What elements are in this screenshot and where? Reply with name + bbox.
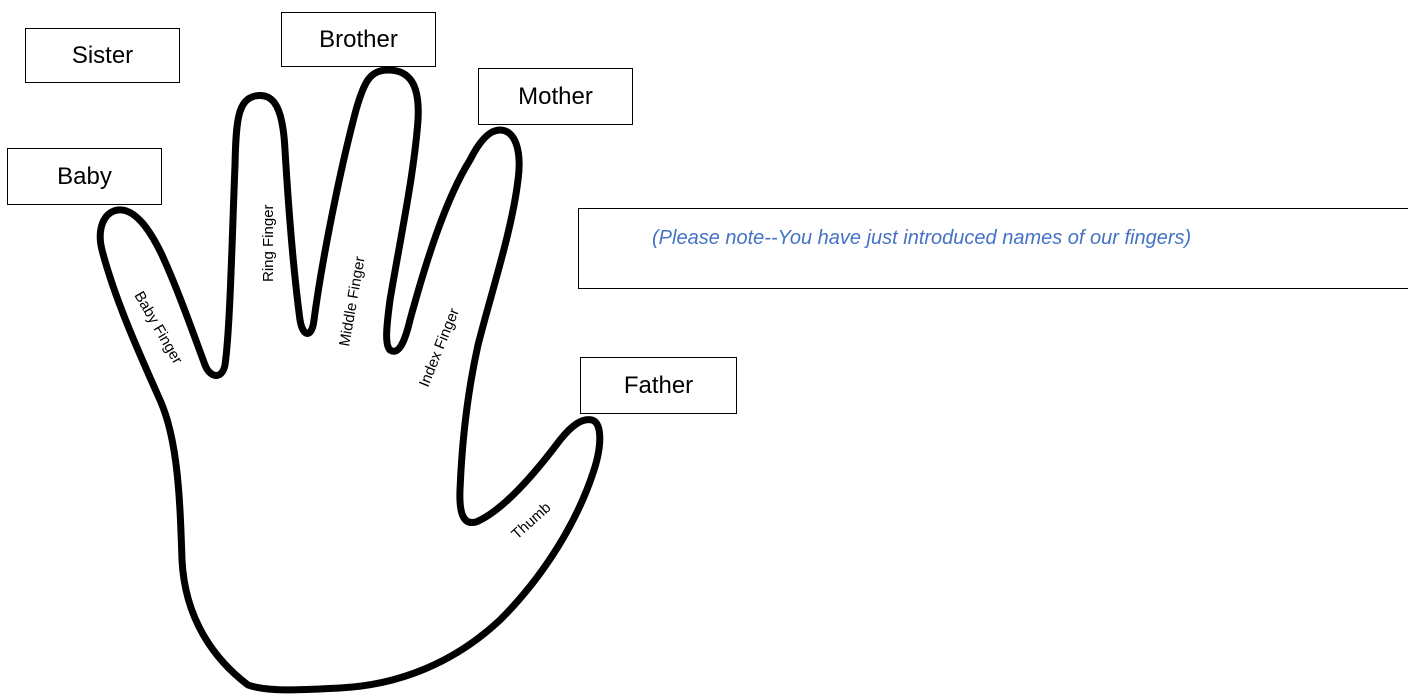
note-box: (Please note--You have just introduced n… [578,208,1408,289]
thumb-label: Thumb [508,499,554,543]
mother-label-box: Mother [478,68,633,125]
hand-outline [100,70,599,690]
sister-label-box: Sister [25,28,180,83]
ring-finger-label: Ring Finger [260,204,277,282]
middle-finger-label: Middle Finger [336,255,369,347]
note-text: (Please note--You have just introduced n… [652,227,1191,250]
index-finger-label: Index Finger [416,306,463,390]
father-label-box: Father [580,357,737,414]
brother-label-box: Brother [281,12,436,67]
brother-label: Brother [319,26,398,54]
baby-label-box: Baby [7,148,162,205]
mother-label: Mother [518,83,593,111]
sister-label: Sister [72,42,133,70]
baby-label: Baby [57,163,112,191]
father-label: Father [624,372,693,400]
